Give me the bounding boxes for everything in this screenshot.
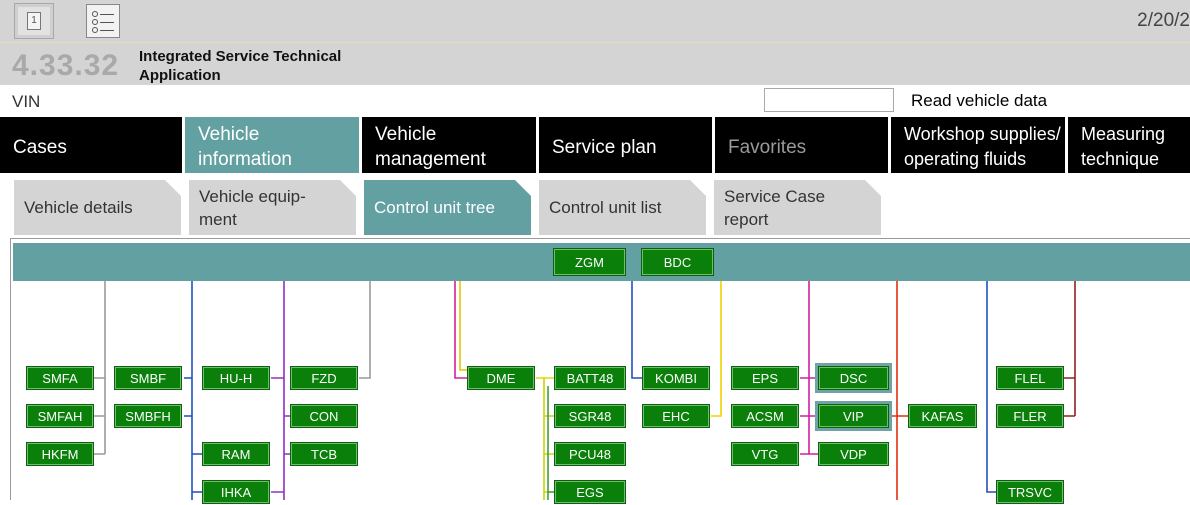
ecu-bdc[interactable]: BDC — [641, 248, 714, 276]
ecu-batt48[interactable]: BATT48 — [554, 366, 626, 390]
ecu-ehc[interactable]: EHC — [642, 404, 710, 428]
subtab-label: Vehicle equip-ment — [199, 186, 306, 229]
ecu-tcb[interactable]: TCB — [290, 442, 358, 466]
tab-measuring-technique[interactable]: Measuring technique — [1068, 117, 1190, 173]
ecu-ram[interactable]: RAM — [202, 442, 270, 466]
vin-input[interactable] — [764, 88, 894, 112]
ecu-smbfh[interactable]: SMBFH — [114, 404, 182, 428]
tab-label: Vehicle information — [198, 124, 292, 170]
date-display: 2/20/2 — [1137, 10, 1190, 31]
subtab-label: Control unit tree — [374, 198, 495, 217]
ecu-egs[interactable]: EGS — [554, 480, 626, 504]
ecu-kafas[interactable]: KAFAS — [908, 404, 977, 428]
tab-label: Measuring technique — [1081, 124, 1166, 169]
app-name: Integrated Service Technical Application — [139, 48, 342, 84]
ecu-trsvc[interactable]: TRSVC — [996, 480, 1064, 504]
subtab-control-unit-list[interactable]: Control unit list — [539, 180, 706, 235]
ecu-pcu48[interactable]: PCU48 — [554, 442, 626, 466]
ecu-smfa[interactable]: SMFA — [26, 366, 94, 390]
ecu-smfah[interactable]: SMFAH — [26, 404, 94, 428]
ecu-sgr48[interactable]: SGR48 — [554, 404, 626, 428]
page-number: 1 — [27, 12, 41, 30]
version-bar: 4.33.32 Integrated Service Technical App… — [0, 43, 1190, 85]
ecu-fler[interactable]: FLER — [996, 404, 1064, 428]
ecu-smbf[interactable]: SMBF — [114, 366, 182, 390]
subtab-label: Service Case report — [724, 186, 826, 229]
ecu-hu-h[interactable]: HU-H — [202, 366, 270, 390]
ecu-con[interactable]: CON — [290, 404, 358, 428]
vin-label: VIN — [12, 92, 41, 111]
tab-workshop-supplies[interactable]: Workshop supplies/ operating fluids — [891, 117, 1065, 173]
version-number: 4.33.32 — [12, 49, 120, 82]
tab-label: Cases — [13, 136, 67, 158]
ecu-eps[interactable]: EPS — [731, 366, 799, 390]
tab-vehicle-information[interactable]: Vehicle information — [185, 117, 359, 173]
read-vehicle-data-button[interactable]: Read vehicle data — [911, 91, 1048, 110]
subtab-control-unit-tree[interactable]: Control unit tree — [364, 180, 531, 235]
subtab-vehicle-equipment[interactable]: Vehicle equip-ment — [189, 180, 356, 235]
ecu-vdp[interactable]: VDP — [818, 442, 889, 466]
ecu-zgm[interactable]: ZGM — [553, 248, 626, 276]
subtab-label: Control unit list — [549, 198, 662, 217]
top-toolbar: 1 2/20/2 — [0, 0, 1190, 43]
ecu-fzd[interactable]: FZD — [290, 366, 358, 390]
ecu-dsc[interactable]: DSC — [815, 363, 892, 393]
ecu-ihka[interactable]: IHKA — [202, 480, 270, 504]
page-view-button[interactable]: 1 — [14, 3, 54, 39]
tab-label: Vehicle management — [375, 124, 486, 170]
ecu-vtg[interactable]: VTG — [731, 442, 799, 466]
subtab-vehicle-details[interactable]: Vehicle details — [14, 180, 181, 235]
vin-row: VIN Read vehicle data — [0, 86, 1190, 116]
tab-label: Workshop supplies/ operating fluids — [904, 124, 1061, 169]
ecu-hkfm[interactable]: HKFM — [26, 442, 94, 466]
tab-label: Service plan — [552, 136, 657, 158]
tab-service-plan[interactable]: Service plan — [539, 117, 712, 173]
subtab-label: Vehicle details — [24, 198, 133, 217]
subtab-service-case-report[interactable]: Service Case report — [714, 180, 881, 235]
ecu-flel[interactable]: FLEL — [996, 366, 1064, 390]
tab-cases[interactable]: Cases — [0, 117, 182, 173]
tab-vehicle-management[interactable]: Vehicle management — [362, 117, 536, 173]
tab-favorites[interactable]: Favorites — [715, 117, 888, 173]
ecu-acsm[interactable]: ACSM — [731, 404, 799, 428]
control-unit-tree — [10, 238, 1190, 500]
ecu-dme[interactable]: DME — [467, 366, 535, 390]
tab-label: Favorites — [728, 136, 807, 158]
ecu-kombi[interactable]: KOMBI — [642, 366, 710, 390]
list-view-icon[interactable] — [86, 4, 120, 38]
ecu-vip[interactable]: VIP — [815, 401, 892, 431]
